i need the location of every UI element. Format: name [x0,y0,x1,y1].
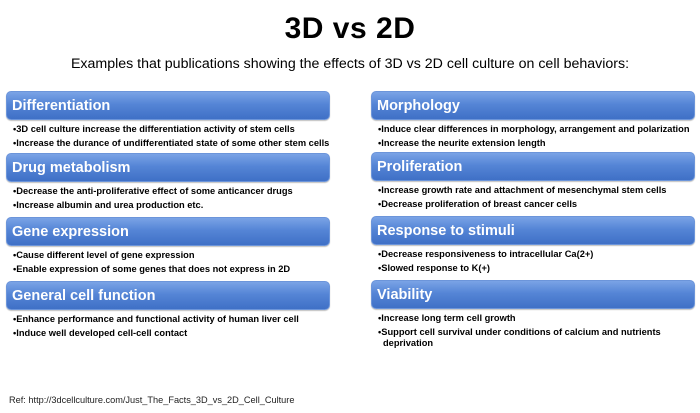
section-header: Proliferation [371,152,695,181]
bullet-item: Decrease the anti-proliferative effect o… [13,186,330,197]
bullet-item: Enhance performance and functional activ… [13,314,330,325]
section-proliferation: Proliferation Increase growth rate and a… [371,152,695,210]
section-drug-metabolism: Drug metabolism Decrease the anti-prolif… [6,153,330,211]
bullet-item: Induce well developed cell-cell contact [13,328,330,339]
section-header: Morphology [371,91,695,120]
bullet-item: Decrease responsiveness to intracellular… [378,249,695,260]
bullet-item: Increase the durance of undifferentiated… [13,138,330,149]
bullet-item: Increase the neurite extension length [378,138,695,149]
section-header: Viability [371,280,695,309]
bullet-item: Increase albumin and urea production etc… [13,200,330,211]
left-column: Differentiation 3D cell culture increase… [6,91,330,342]
section-viability: Viability Increase long term cell growth… [371,280,695,349]
bullet-item: Decrease proliferation of breast cancer … [378,199,695,210]
bullet-item: Increase growth rate and attachment of m… [378,185,695,196]
bullet-list: Decrease responsiveness to intracellular… [371,245,695,274]
bullet-item: Enable expression of some genes that doe… [13,264,330,275]
reference-link[interactable]: Ref: http://3dcellculture.com/Just_The_F… [9,395,295,405]
section-differentiation: Differentiation 3D cell culture increase… [6,91,330,149]
bullet-list: Induce clear differences in morphology, … [371,120,695,149]
section-header: Response to stimuli [371,216,695,245]
bullet-list: Increase growth rate and attachment of m… [371,181,695,210]
bullet-list: Enhance performance and functional activ… [6,310,330,339]
section-header: Drug metabolism [6,153,330,182]
section-header: Gene expression [6,217,330,246]
bullet-list: 3D cell culture increase the differentia… [6,120,330,149]
bullet-item: Cause different level of gene expression [13,250,330,261]
section-morphology: Morphology Induce clear differences in m… [371,91,695,149]
section-header: Differentiation [6,91,330,120]
bullet-item: 3D cell culture increase the differentia… [13,124,330,135]
bullet-list: Increase long term cell growth Support c… [371,309,695,349]
page-title: 3D vs 2D [284,12,416,45]
section-response-to-stimuli: Response to stimuli Decrease responsiven… [371,216,695,274]
bullet-item: Support cell survival under conditions o… [378,327,695,349]
bullet-item: Increase long term cell growth [378,313,695,324]
page-subtitle: Examples that publications showing the e… [70,56,630,72]
bullet-item: Induce clear differences in morphology, … [378,124,695,135]
bullet-list: Decrease the anti-proliferative effect o… [6,182,330,211]
right-column: Morphology Induce clear differences in m… [371,91,695,352]
bullet-list: Cause different level of gene expression… [6,246,330,275]
section-header: General cell function [6,281,330,310]
section-gene-expression: Gene expression Cause different level of… [6,217,330,275]
section-general-cell-function: General cell function Enhance performanc… [6,281,330,339]
bullet-item: Slowed response to K(+) [378,263,695,274]
